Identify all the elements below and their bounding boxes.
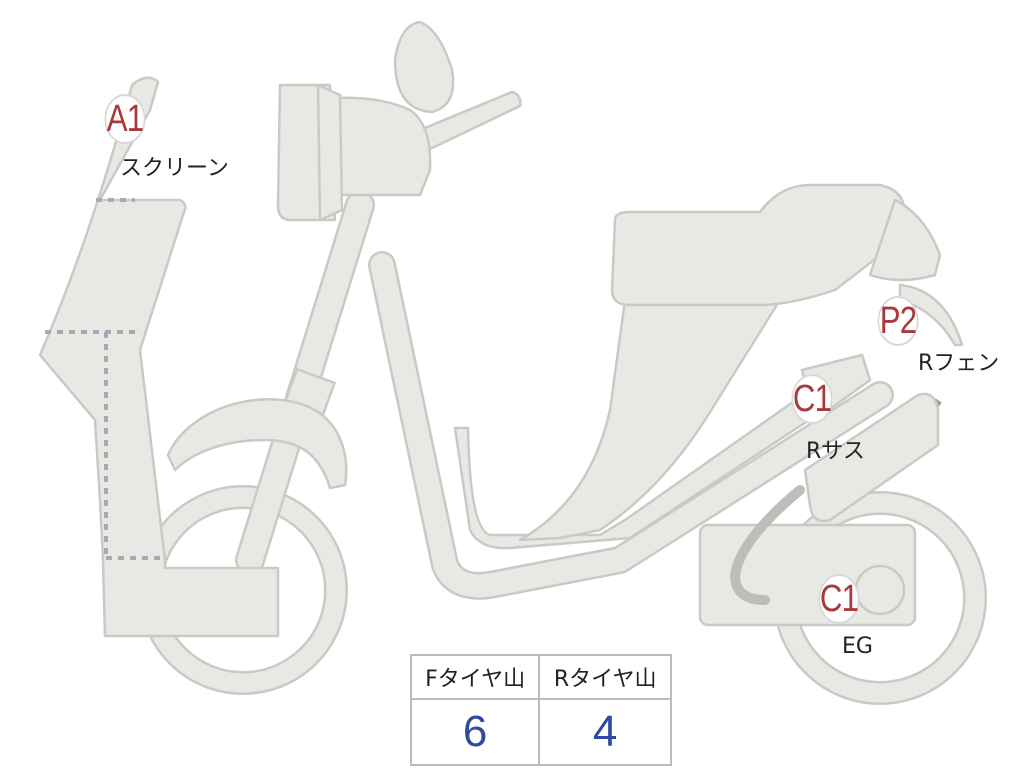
rear-tire-header: Rタイヤ山 (538, 654, 672, 700)
marker-a1-label: スクリーン (120, 156, 229, 181)
marker-p2[interactable]: P2 (877, 296, 919, 346)
marker-a1[interactable]: A1 (104, 94, 146, 144)
rear-fender (898, 283, 964, 347)
floor-body (453, 353, 872, 550)
marker-c1-engine[interactable]: C1 (818, 574, 860, 624)
marker-c1-rear-shock-text: C1 (792, 377, 832, 420)
marker-c1-rear-shock[interactable]: C1 (791, 374, 833, 424)
front-tire-value: 6 (409, 698, 541, 766)
front-fender (166, 397, 348, 490)
underseat-panel (518, 298, 782, 542)
muffler (803, 392, 940, 523)
marker-p2-text: P2 (879, 299, 917, 342)
marker-a1-text: A1 (106, 97, 144, 140)
marker-c1-engine-text: C1 (819, 577, 859, 620)
headlight-bezel (316, 83, 344, 222)
front-tire-header: Fタイヤ山 (409, 654, 541, 700)
marker-c1-rear-shock-label: Rサス (806, 439, 865, 464)
leg-shield (38, 76, 280, 638)
rear-tail (868, 198, 942, 282)
mirror (393, 20, 455, 114)
headset (333, 96, 432, 197)
marker-c1-engine-label: EG (842, 634, 873, 659)
marker-p2-label: Rフェン (918, 351, 1000, 376)
tire-tread-table: Fタイヤ山 Rタイヤ山 6 4 (409, 654, 672, 766)
rear-hub (854, 564, 906, 616)
handlebar (418, 90, 522, 152)
seat (610, 183, 907, 307)
rear-tire-value: 4 (538, 698, 672, 766)
exhaust-pipe (729, 485, 805, 605)
